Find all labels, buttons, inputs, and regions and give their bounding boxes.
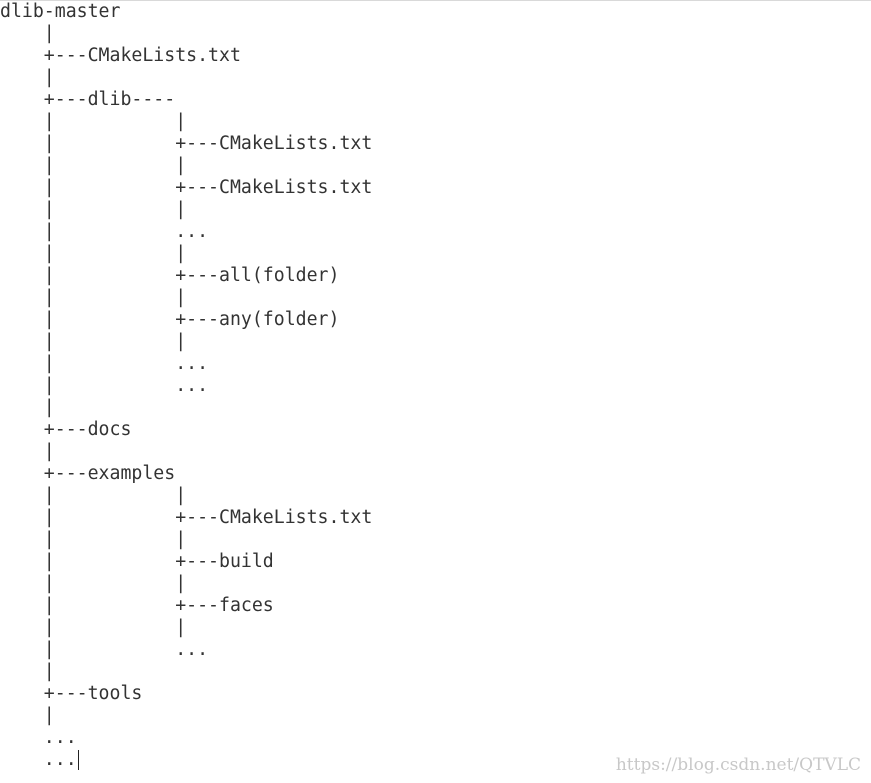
tree-line: | +---CMakeLists.txt bbox=[0, 507, 373, 528]
tree-line: | +---all(folder) bbox=[0, 265, 340, 286]
tree-line: | +---CMakeLists.txt bbox=[0, 177, 373, 198]
tree-line: | ... bbox=[0, 221, 209, 242]
tree-line: | | bbox=[0, 287, 187, 308]
tree-line: | bbox=[0, 441, 55, 462]
top-divider bbox=[0, 0, 871, 1]
tree-line: | | bbox=[0, 155, 187, 176]
tree-line: | ... bbox=[0, 375, 209, 396]
tree-line: | | bbox=[0, 529, 187, 550]
tree-line-root: dlib-master bbox=[0, 1, 121, 22]
tree-line: | | bbox=[0, 331, 187, 352]
tree-line: +---examples bbox=[0, 463, 176, 484]
tree-line: | | bbox=[0, 573, 187, 594]
text-cursor bbox=[77, 750, 79, 770]
tree-line: | | bbox=[0, 485, 187, 506]
tree-line: | +---faces bbox=[0, 595, 274, 616]
tree-line: | | bbox=[0, 111, 187, 132]
tree-line: | +---build bbox=[0, 551, 274, 572]
tree-line: +---tools bbox=[0, 683, 143, 704]
tree-line: | +---any(folder) bbox=[0, 309, 340, 330]
tree-line: | | bbox=[0, 199, 187, 220]
tree-line: | | bbox=[0, 617, 187, 638]
tree-line: +---CMakeLists.txt bbox=[0, 45, 241, 66]
tree-line: | bbox=[0, 397, 55, 418]
tree-line: | bbox=[0, 23, 55, 44]
tree-line: | ... bbox=[0, 353, 209, 374]
tree-line: | +---CMakeLists.txt bbox=[0, 133, 373, 154]
tree-line: +---dlib---- bbox=[0, 89, 176, 110]
tree-line: | bbox=[0, 661, 55, 682]
tree-line: | | bbox=[0, 243, 187, 264]
watermark: https://blog.csdn.net/QTVLC bbox=[615, 755, 861, 775]
tree-line: +---docs bbox=[0, 419, 132, 440]
tree-line: | bbox=[0, 67, 55, 88]
tree-line: | ... bbox=[0, 639, 209, 660]
tree-line-text: ... bbox=[0, 749, 77, 770]
tree-line: ... bbox=[0, 727, 77, 748]
tree-line-last[interactable]: ... bbox=[0, 749, 79, 771]
tree-line: | bbox=[0, 705, 55, 726]
